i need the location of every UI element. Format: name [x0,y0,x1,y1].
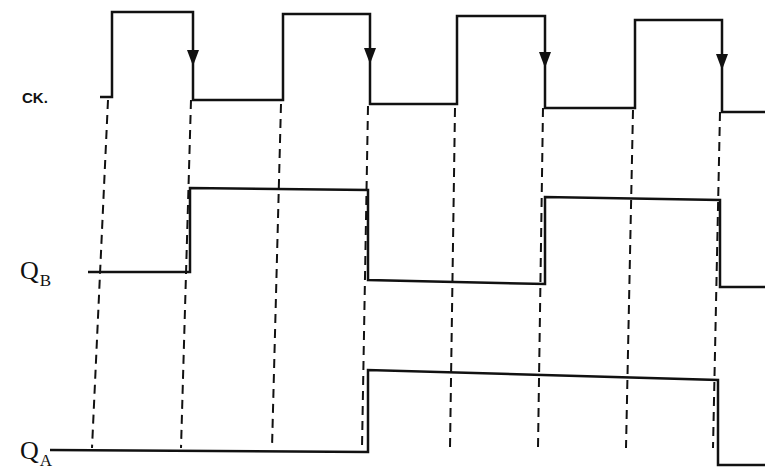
signal-subscript: A [40,452,52,469]
signal-name: CK. [22,90,48,105]
falling-edge-arrows [187,48,728,70]
timing-guides [92,100,720,448]
qa-wave [50,370,765,465]
signal-name: Q [20,438,39,464]
clock-wave [100,12,765,112]
signal-subscript: B [40,272,51,289]
qb-wave [88,188,765,287]
signal-name: Q [20,258,39,284]
